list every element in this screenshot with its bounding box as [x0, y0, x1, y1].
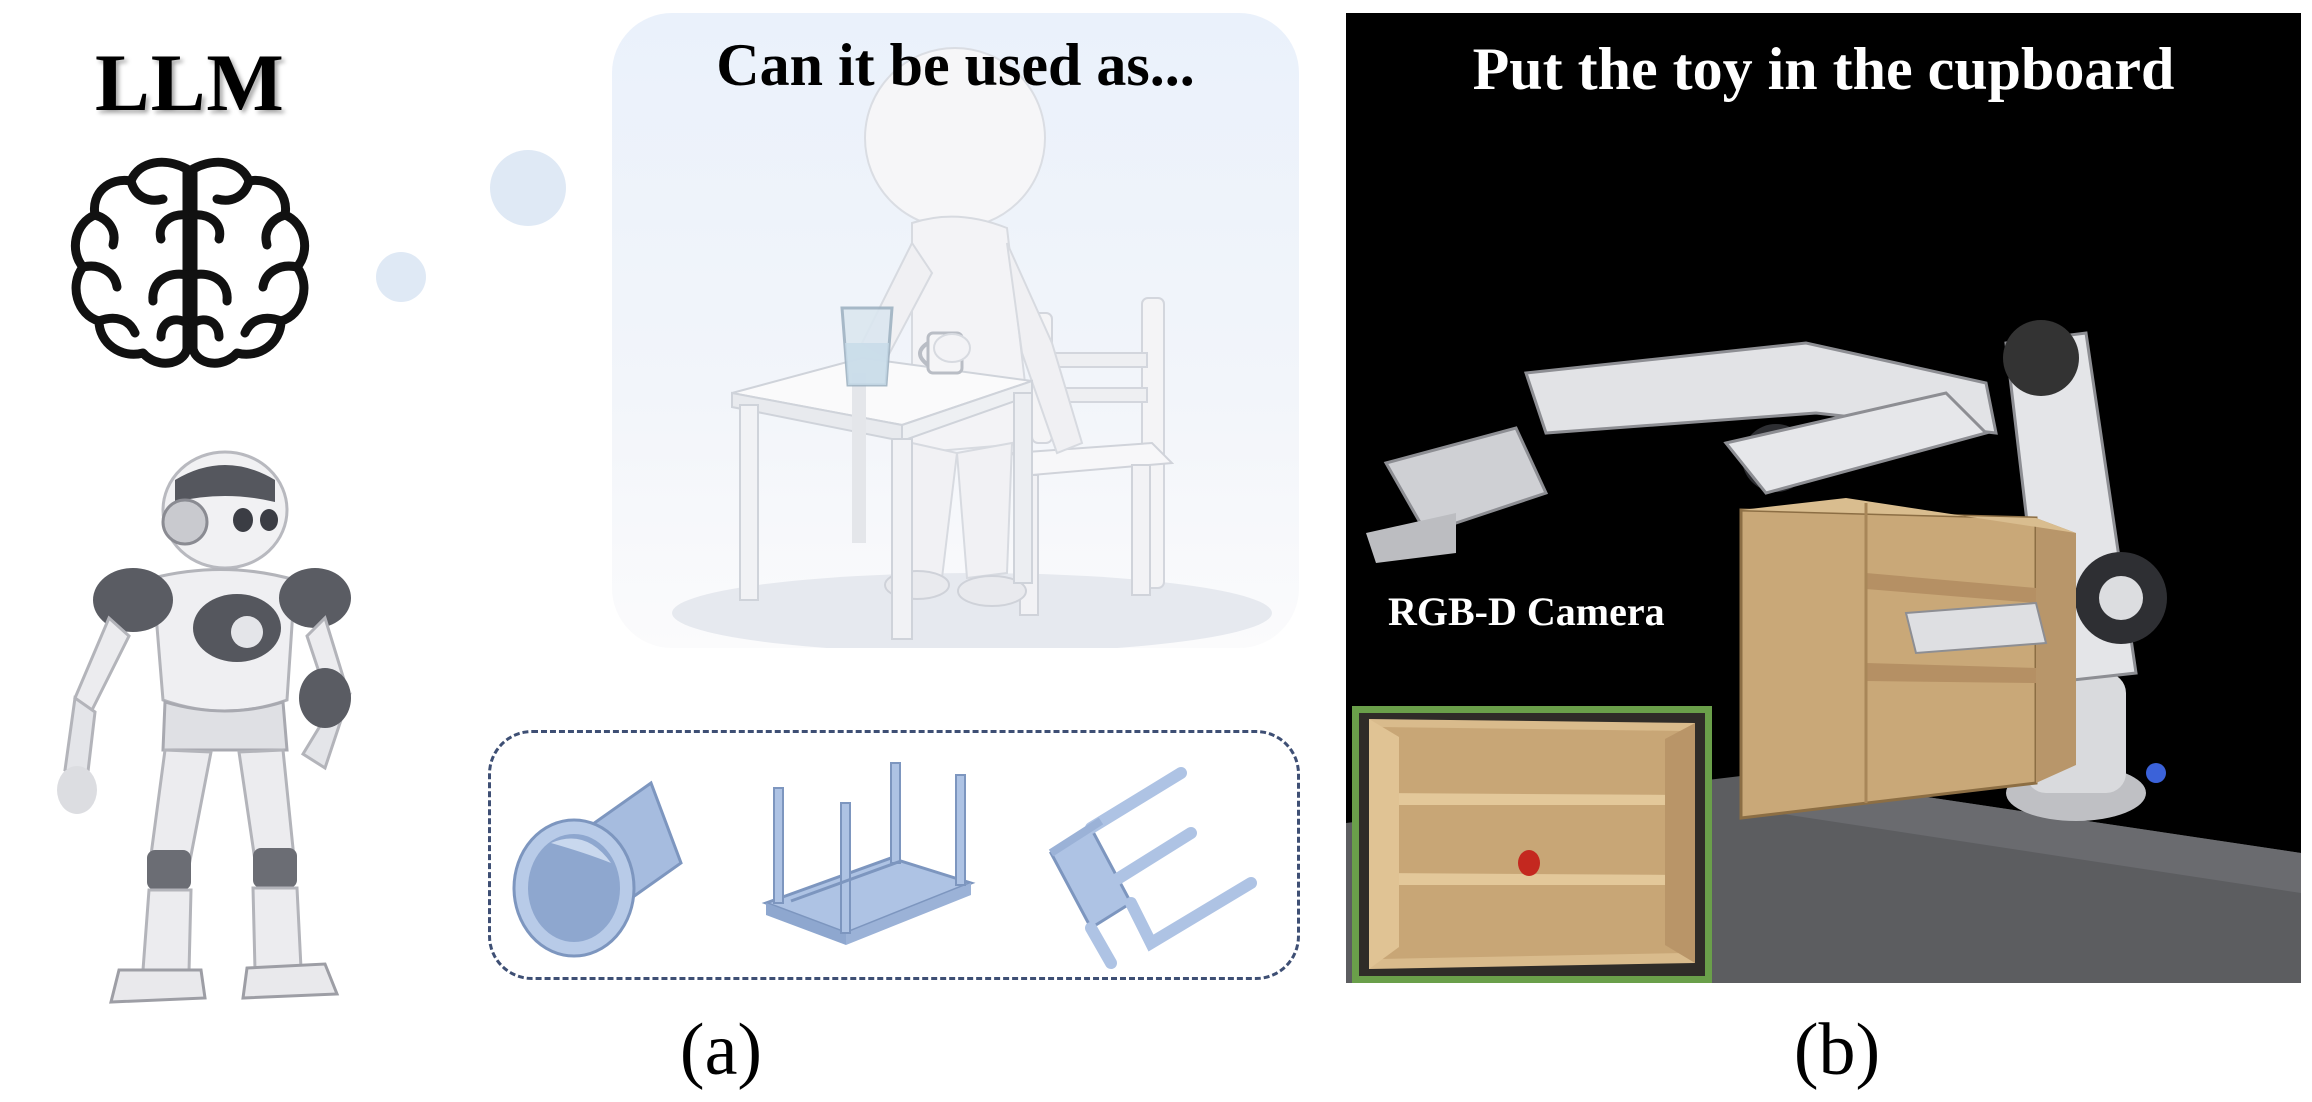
- scene-panel: Can it be used as...: [612, 13, 1299, 648]
- thought-bubble-large: [490, 150, 566, 226]
- scene-illustration: [672, 47, 1272, 648]
- camera-view-inset: [1352, 706, 1712, 983]
- tube-object: [512, 780, 683, 958]
- object-options-box: [488, 730, 1300, 980]
- camera-label: RGB-D Camera: [1388, 589, 1665, 634]
- panel-label-a: (a): [679, 1009, 763, 1091]
- thought-bubble-small: [376, 252, 426, 302]
- task-instruction: Put the toy in the cupboard: [1472, 36, 2175, 102]
- table-object: [761, 762, 976, 945]
- robot-photo-panel: Put the toy in the cupboard RGB-D Camera: [1346, 13, 2301, 983]
- camera-view-image: [1359, 713, 1705, 976]
- object-options-illustration: [512, 762, 1257, 969]
- panel-label-b: (b): [1793, 1009, 1881, 1091]
- llm-title: LLM: [95, 37, 285, 128]
- brain-icon: [70, 157, 310, 368]
- nao-robot-figure: [57, 450, 352, 1004]
- scene-question: Can it be used as...: [716, 32, 1195, 98]
- chair-object: [1048, 767, 1257, 969]
